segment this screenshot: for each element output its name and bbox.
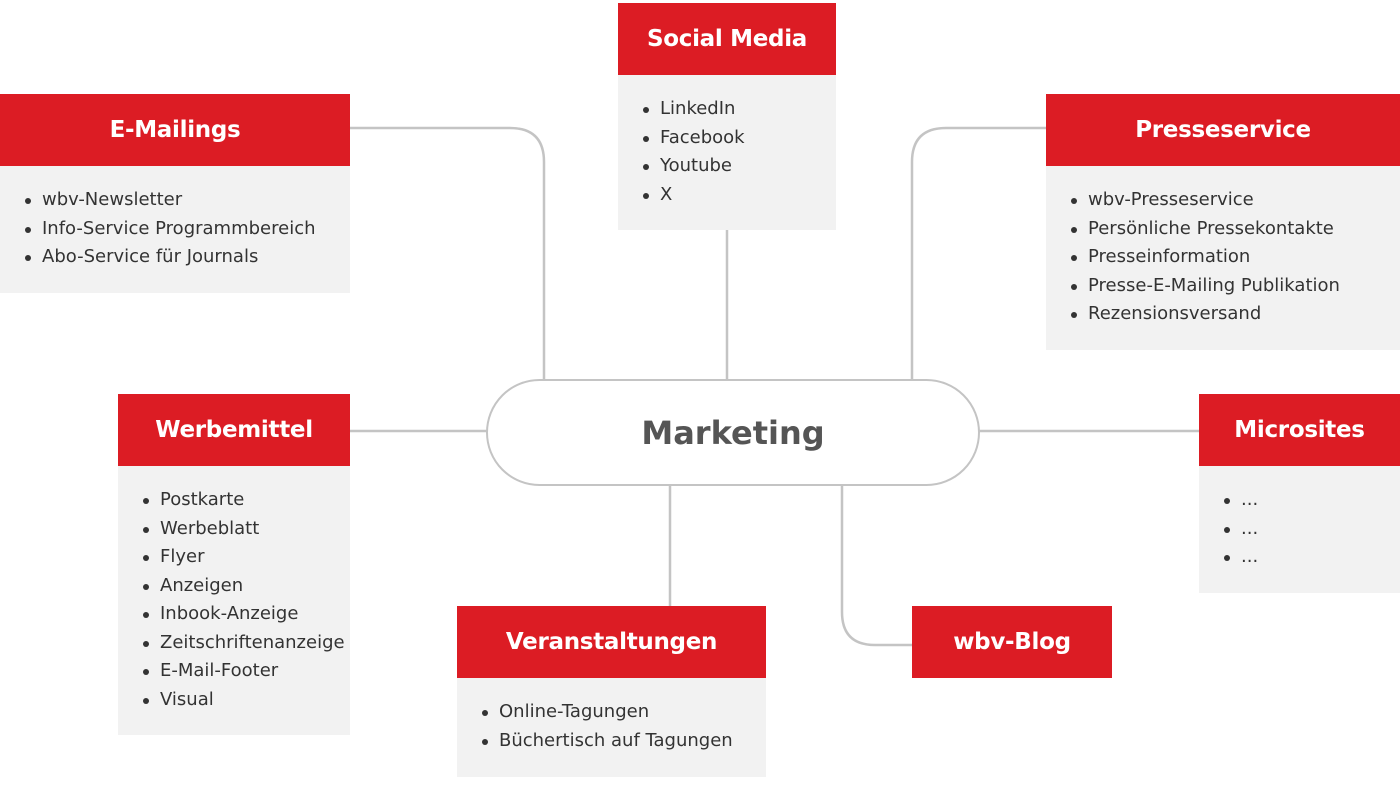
node-wbv-blog: wbv-Blog [912, 606, 1112, 678]
list-item: Presseinformation [1071, 243, 1400, 272]
list-item: Anzeigen [143, 572, 350, 601]
list-item: Rezensionsversand [1071, 300, 1400, 329]
list-item: ... [1224, 515, 1400, 544]
item-list: ......... [1199, 486, 1400, 572]
connector-wbv-blog [840, 485, 912, 647]
list-item: Zeitschriftenanzeige [143, 629, 350, 658]
list-item: Werbeblatt [143, 515, 350, 544]
list-item: ... [1224, 543, 1400, 572]
connector-presseservice [910, 126, 1046, 380]
list-item: Youtube [643, 152, 836, 181]
node-title: E-Mailings [0, 94, 350, 166]
node-microsites: Microsites......... [1199, 394, 1400, 593]
list-item: Büchertisch auf Tagungen [482, 727, 766, 756]
list-item: Inbook-Anzeige [143, 600, 350, 629]
node-title: Social Media [618, 3, 836, 75]
list-item: ... [1224, 486, 1400, 515]
list-item: Presse-E-Mailing Publikation [1071, 272, 1400, 301]
connector-e-mailings [350, 126, 546, 380]
list-item: Flyer [143, 543, 350, 572]
node-title: Werbemittel [118, 394, 350, 466]
list-item: Online-Tagungen [482, 698, 766, 727]
list-item: Abo-Service für Journals [25, 243, 350, 272]
node-title: wbv-Blog [912, 606, 1112, 678]
list-item: Facebook [643, 124, 836, 153]
node-title: Presseservice [1046, 94, 1400, 166]
node-title: Microsites [1199, 394, 1400, 466]
node-title: Veranstaltungen [457, 606, 766, 678]
list-item: Info-Service Programmbereich [25, 215, 350, 244]
list-item: wbv-Newsletter [25, 186, 350, 215]
list-item: E-Mail-Footer [143, 657, 350, 686]
node-items-panel: ......... [1199, 466, 1400, 593]
center-node-marketing: Marketing [486, 379, 980, 486]
list-item: Persönliche Pressekontakte [1071, 215, 1400, 244]
list-item: Postkarte [143, 486, 350, 515]
list-item: Visual [143, 686, 350, 715]
list-item: wbv-Presseservice [1071, 186, 1400, 215]
list-item: X [643, 181, 836, 210]
list-item: LinkedIn [643, 95, 836, 124]
